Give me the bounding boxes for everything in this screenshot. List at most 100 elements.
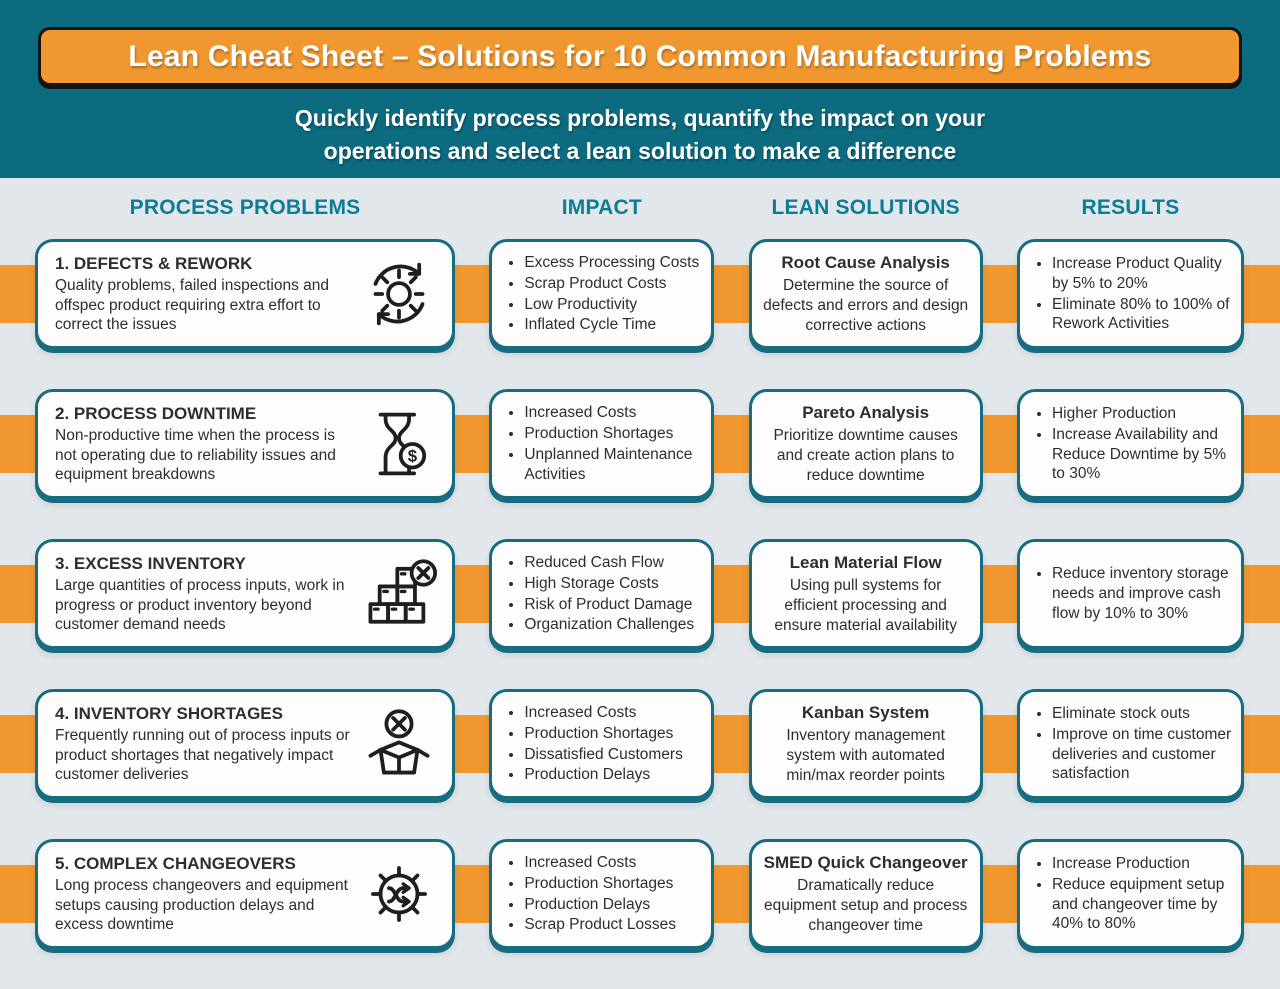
problem-text: 1. DEFECTS & REWORK Quality problems, fa… [55,253,352,335]
solution-card: Kanban System Inventory management syste… [748,689,983,799]
problem-title: 5. COMPLEX CHANGEOVERS [55,853,296,873]
problem-title: 2. PROCESS DOWNTIME [55,403,257,423]
problem-card: 5. COMPLEX CHANGEOVERS Long process chan… [35,839,455,949]
solution-name: SMED Quick Changeover [763,852,968,872]
gear-shuffle-icon [352,852,446,936]
problem-text: 3. EXCESS INVENTORY Large quantities of … [55,553,352,635]
column-header-results: RESULTS [1081,196,1180,219]
column-header-lean-solutions: LEAN SOLUTIONS [771,196,960,219]
results-card: Increase Product Quality by 5% to 20%Eli… [1016,239,1244,349]
bullet-item: Excess Processing Costs [524,253,703,273]
impact-card: Increased CostsProduction ShortagesDissa… [489,689,715,799]
bullet-item: Organization Challenges [524,615,703,635]
problem-card: 2. PROCESS DOWNTIME Non-productive time … [35,389,455,499]
results-card: Higher ProductionIncrease Availability a… [1016,389,1244,499]
open-box-x-icon [352,702,446,786]
solution-description: Using pull systems for efficient process… [774,576,957,634]
impact-list: Excess Processing CostsScrap Product Cos… [500,252,703,337]
results-list: Eliminate stock outsImprove on time cust… [1028,703,1233,786]
bullet-item: Low Productivity [524,295,703,315]
bullet-item: Inflated Cycle Time [524,315,703,335]
row-inventory-shortages: 4. INVENTORY SHORTAGES Frequently runnin… [0,689,1280,799]
bullet-item: Reduced Cash Flow [524,553,703,573]
column-header-process-problems: PROCESS PROBLEMS [129,196,361,219]
stacked-boxes-x-icon [352,552,446,636]
bullet-item: Increased Costs [524,403,703,423]
problem-description: Long process changeovers and equipment s… [55,877,348,934]
bullet-item: Increased Costs [524,853,703,873]
bullet-item: Eliminate stock outs [1052,704,1233,724]
solution-description: Determine the source of defects and erro… [763,276,969,334]
row-complex-changeovers: 5. COMPLEX CHANGEOVERS Long process chan… [0,839,1280,949]
impact-card: Excess Processing CostsScrap Product Cos… [489,239,715,349]
column-header-impact: IMPACT [561,196,642,219]
results-card: Reduce inventory storage needs and impro… [1016,539,1244,649]
solution-name: Lean Material Flow [789,552,942,572]
impact-list: Increased CostsProduction ShortagesDissa… [500,702,703,787]
solution-description: Dramatically reduce equipment setup and … [763,876,968,934]
solution-name: Kanban System [801,702,930,722]
problem-description: Non-productive time when the process is … [55,427,336,484]
subtitle: Quickly identify process problems, quant… [0,102,1280,167]
bullet-item: Production Shortages [524,874,703,894]
results-list: Increase Product Quality by 5% to 20%Eli… [1028,253,1233,336]
solution-card: SMED Quick Changeover Dramatically reduc… [748,839,983,949]
results-list: Reduce inventory storage needs and impro… [1028,563,1233,625]
bullet-item: Reduce inventory storage needs and impro… [1052,564,1233,624]
bullet-item: Increase Production [1052,854,1233,874]
problem-description: Large quantities of process inputs, work… [55,577,345,634]
solution-card: Pareto Analysis Prioritize downtime caus… [748,389,983,499]
results-list: Increase ProductionReduce equipment setu… [1028,853,1233,936]
subtitle-line-1: Quickly identify process problems, quant… [294,105,986,131]
row-process-downtime: 2. PROCESS DOWNTIME Non-productive time … [0,389,1280,499]
bullet-item: High Storage Costs [524,574,703,594]
bullet-item: Higher Production [1052,404,1233,424]
bullet-item: Scrap Product Costs [524,274,703,294]
bullet-item: Production Shortages [524,724,703,744]
solution-name: Root Cause Analysis [781,252,950,272]
problem-text: 4. INVENTORY SHORTAGES Frequently runnin… [55,703,352,785]
hourglass-dollar-icon: $ [352,402,446,486]
impact-card: Increased CostsProduction ShortagesProdu… [489,839,715,949]
solution-description: Inventory management system with automat… [786,726,945,784]
bullet-item: Increase Product Quality by 5% to 20% [1052,254,1233,294]
impact-list: Increased CostsProduction ShortagesProdu… [500,852,703,937]
svg-text:$: $ [408,447,418,466]
bullet-item: Increase Availability and Reduce Downtim… [1052,425,1233,485]
problem-text: 2. PROCESS DOWNTIME Non-productive time … [55,403,352,485]
rows-container: 1. DEFECTS & REWORK Quality problems, fa… [0,239,1280,949]
bullet-item: Risk of Product Damage [524,595,703,615]
bullet-item: Eliminate 80% to 100% of Rework Activiti… [1052,295,1233,335]
page-title: Lean Cheat Sheet – Solutions for 10 Comm… [128,39,1152,73]
problem-text: 5. COMPLEX CHANGEOVERS Long process chan… [55,853,352,935]
gear-rework-arrows-icon [352,252,446,336]
impact-list: Reduced Cash FlowHigh Storage CostsRisk … [500,552,703,637]
subtitle-line-2: operations and select a lean solution to… [323,137,957,164]
bullet-item: Scrap Product Losses [524,915,703,935]
impact-card: Increased CostsProduction ShortagesUnpla… [489,389,715,499]
problem-title: 1. DEFECTS & REWORK [55,253,253,273]
solution-card: Lean Material Flow Using pull systems fo… [748,539,983,649]
row-defects-rework: 1. DEFECTS & REWORK Quality problems, fa… [0,239,1280,349]
results-card: Eliminate stock outsImprove on time cust… [1016,689,1244,799]
header-banner: Lean Cheat Sheet – Solutions for 10 Comm… [0,0,1280,178]
problem-title: 3. EXCESS INVENTORY [55,553,246,573]
column-headers: PROCESS PROBLEMS IMPACT LEAN SOLUTIONS R… [0,195,1280,221]
bullet-item: Unplanned Maintenance Activities [524,445,703,485]
solution-name: Pareto Analysis [802,402,930,422]
solution-description: Prioritize downtime causes and create ac… [773,426,958,484]
problem-card: 4. INVENTORY SHORTAGES Frequently runnin… [35,689,455,799]
solution-card: Root Cause Analysis Determine the source… [748,239,983,349]
bullet-item: Increased Costs [524,703,703,723]
problem-description: Quality problems, failed inspections and… [55,277,329,334]
impact-list: Increased CostsProduction ShortagesUnpla… [500,402,703,486]
bullet-item: Production Delays [524,895,703,915]
bullet-item: Dissatisfied Customers [524,745,703,765]
bullet-item: Improve on time customer deliveries and … [1052,725,1233,785]
impact-card: Reduced Cash FlowHigh Storage CostsRisk … [489,539,715,649]
results-card: Increase ProductionReduce equipment setu… [1016,839,1244,949]
problem-card: 1. DEFECTS & REWORK Quality problems, fa… [35,239,455,349]
row-excess-inventory: 3. EXCESS INVENTORY Large quantities of … [0,539,1280,649]
bullet-item: Production Shortages [524,424,703,444]
